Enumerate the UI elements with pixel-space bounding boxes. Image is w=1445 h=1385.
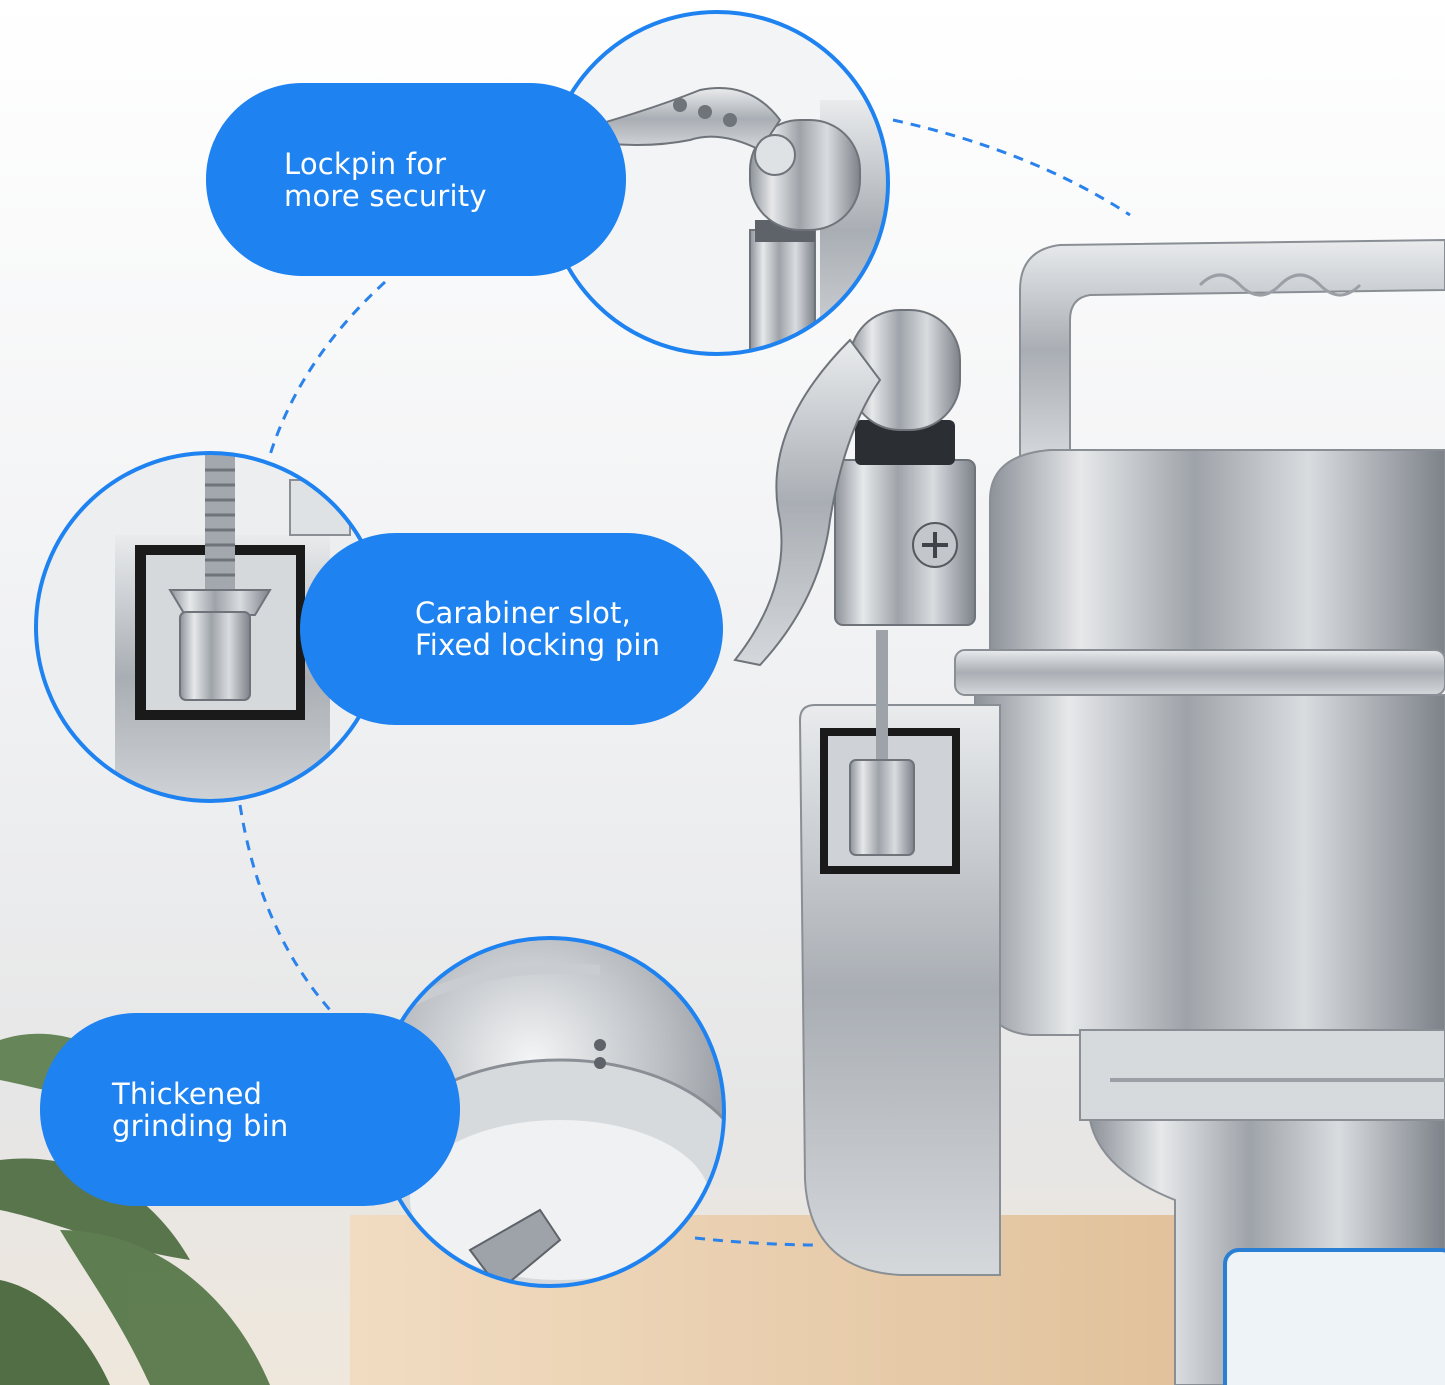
rivet-nut bbox=[849, 759, 915, 856]
latch-spring bbox=[855, 420, 955, 465]
callout-carabiner-line1: Carabiner slot, bbox=[415, 596, 632, 630]
motor-vents bbox=[1079, 1029, 1445, 1121]
callout-lockpin-line2: more security bbox=[284, 178, 487, 213]
callout-lockpin-line1: Lockpin for bbox=[284, 146, 447, 181]
lid bbox=[989, 449, 1445, 661]
label-plate bbox=[1223, 1248, 1445, 1385]
latch-lever bbox=[733, 338, 882, 667]
callout-bin-line1: Thickened bbox=[112, 1076, 263, 1111]
callout-bin: Thickened grinding bin bbox=[40, 1013, 460, 1206]
callout-carabiner: Carabiner slot, Fixed locking pin bbox=[300, 533, 723, 725]
callout-carabiner-line2: Fixed locking pin bbox=[415, 628, 661, 662]
grinding-bin-body bbox=[974, 694, 1445, 1036]
callout-bin-line2: grinding bin bbox=[112, 1108, 289, 1143]
detail-circle-carabiner bbox=[34, 451, 386, 803]
callout-lockpin: Lockpin for more security bbox=[206, 83, 626, 276]
connector-lines bbox=[238, 118, 1131, 1247]
carry-handle bbox=[1019, 238, 1445, 461]
grinder-machine bbox=[733, 238, 1445, 1385]
detail-circle-bin bbox=[374, 936, 726, 1288]
lid-rim bbox=[954, 649, 1445, 696]
locking-screw bbox=[876, 630, 888, 770]
